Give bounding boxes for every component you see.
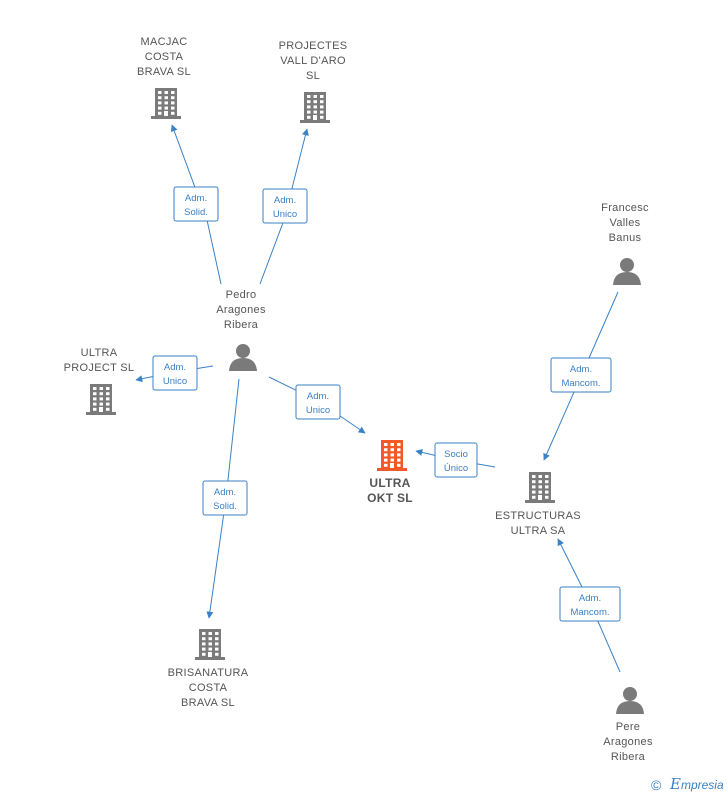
edge-label-line: Adm. [214,487,236,498]
node-projectes[interactable]: PROJECTES VALL D'ARO SL [279,40,348,123]
edge-label-line: Adm. [570,364,592,375]
edge-label-pedro-to-brisanatura[interactable]: Adm. Solid. [202,480,248,516]
edge-label-line: Mancom. [561,378,600,389]
node-estructuras[interactable]: ESTRUCTURAS ULTRA SA [495,472,581,537]
edge-label-line: Adm. [307,391,329,402]
edge-label-line: Solid. [184,207,208,218]
edge-label-line: Socio [444,449,468,460]
edge-labels-layer: Adm.Solid.Adm.UnicoAdm.UnicoAdm.UnicoAdm… [152,186,621,622]
edge-label-box [295,384,341,420]
edge-label-box [152,355,198,391]
node-label-line: ULTRA [81,347,118,359]
edge-label-pedro-to-projectes[interactable]: Adm. Unico [262,188,308,224]
node-label-line: VALL D'ARO [280,55,346,67]
node-label-line: ULTRA SA [511,525,566,537]
node-label-line: OKT SL [367,491,413,505]
edge-label-line: Unico [273,209,297,220]
edge-label-box [434,442,478,478]
building-icon [195,629,225,660]
edge-label-line: Unico [306,405,330,416]
edge-label-line: Mancom. [570,607,609,618]
node-brisanatura[interactable]: BRISANATURA COSTA BRAVA SL [168,629,249,709]
node-label-line: Valles [610,217,641,229]
node-label-line: PROJECTES [279,40,348,52]
building-icon [300,92,330,123]
person-icon [613,258,641,285]
node-label-line: BRAVA SL [181,697,235,709]
node-label-line: Aragones [603,736,653,748]
node-label-line: BRISANATURA [168,667,249,679]
building-icon [151,88,181,119]
brand-initial: E [669,775,681,793]
edge-label-line: Unico [163,376,187,387]
edge-label-line: Único [444,463,468,474]
node-macjac[interactable]: MACJAC COSTA BRAVA SL [137,36,191,119]
building-icon [377,440,407,471]
edge-label-line: Adm. [164,362,186,373]
edge-label-pedro-to-ultra_project[interactable]: Adm. Unico [152,355,198,391]
edge-label-line: Adm. [274,195,296,206]
edge-label-box [173,186,219,222]
node-label-line: Banus [609,232,642,244]
brand-rest: mpresia [681,778,724,792]
copyright-symbol: © [651,777,662,793]
node-label-line: ULTRA [369,476,410,490]
node-label-line: MACJAC [140,36,187,48]
edge-label-line: Adm. [579,593,601,604]
node-label-line: Pedro [226,289,257,301]
node-label-line: COSTA [145,51,184,63]
nodes-layer: MACJAC COSTA BRAVA SL PROJECTES VALL D'ARO SL… [64,36,653,763]
edge-label-pedro-to-ultra_okt[interactable]: Adm. Unico [295,384,341,420]
edge-label-pere-to-estructuras[interactable]: Adm. Mancom. [559,586,621,622]
person-icon [616,687,644,714]
node-ultra_project[interactable]: ULTRA PROJECT SL [64,347,135,415]
person-icon [229,344,257,371]
edge-label-line: Solid. [213,501,237,512]
edge-label-francesc-to-estructuras[interactable]: Adm. Mancom. [550,357,612,393]
node-label-line: Aragones [216,304,266,316]
node-label-line: BRAVA SL [137,66,191,78]
brand-logo-text: Empresia [669,775,724,793]
building-icon [86,384,116,415]
node-label-line: PROJECT SL [64,362,135,374]
node-label-line: ESTRUCTURAS [495,510,581,522]
node-label-line: COSTA [189,682,228,694]
node-label-line: Ribera [611,751,646,763]
edge-label-box [559,586,621,622]
edge-label-pedro-to-macjac[interactable]: Adm. Solid. [173,186,219,222]
edge-label-box [202,480,248,516]
edge-label-line: Adm. [185,193,207,204]
node-label-line: Ribera [224,319,259,331]
node-label-line: SL [306,70,320,82]
footer-brand[interactable]: © Empresia [651,775,724,793]
edge-label-box [550,357,612,393]
edge-label-box [262,188,308,224]
building-icon [525,472,555,503]
node-label-line: Francesc [601,202,649,214]
node-label-line: Pere [616,721,640,733]
